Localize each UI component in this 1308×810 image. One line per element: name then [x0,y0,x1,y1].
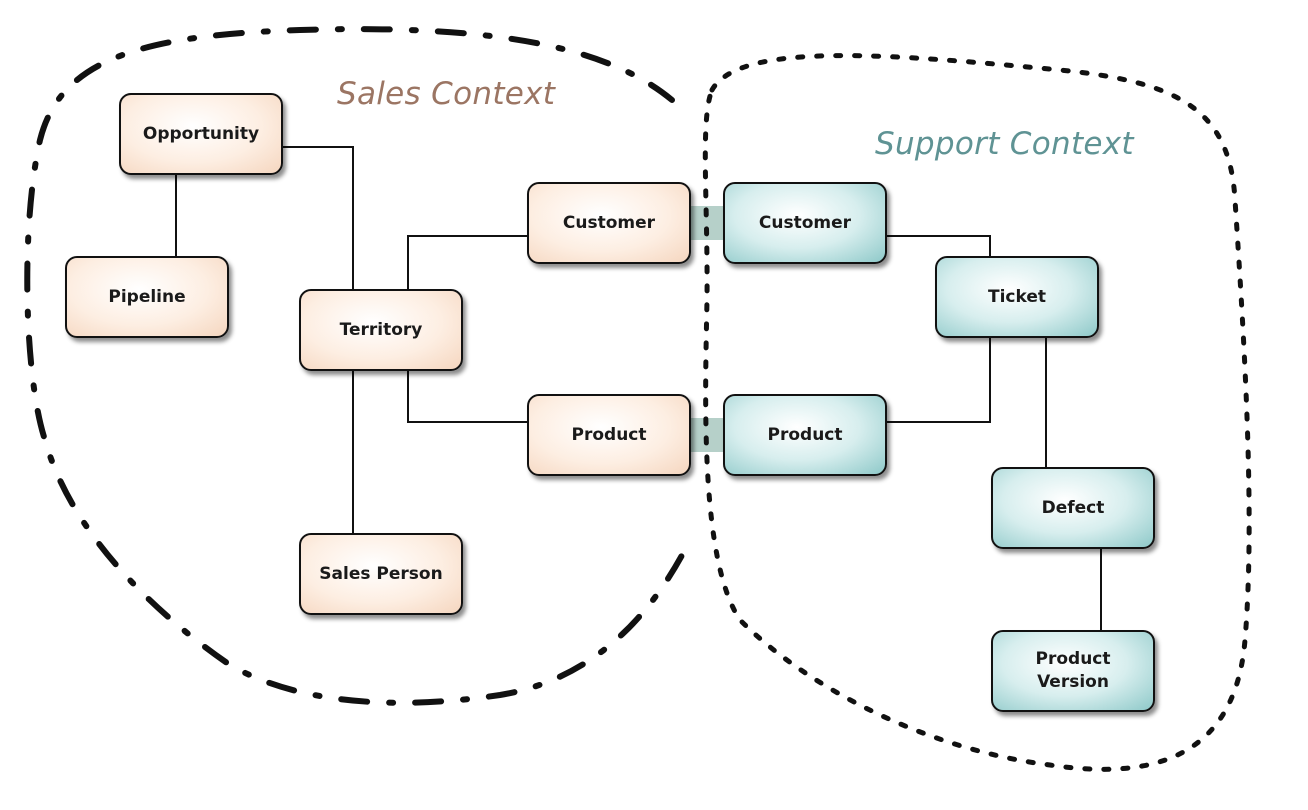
node-product-version[interactable]: Product Version [991,630,1155,712]
node-label: Product [767,424,843,445]
node-label: Customer [562,212,656,233]
node-territory[interactable]: Territory [299,289,463,371]
node-defect[interactable]: Defect [991,467,1155,549]
edge-territory-product [407,370,528,423]
node-label: Opportunity [142,123,260,144]
node-pipeline[interactable]: Pipeline [65,256,229,338]
node-support-product[interactable]: Product [723,394,887,476]
support-context-title: Support Context [875,126,1134,162]
edge-customer-ticket [886,235,991,256]
node-label: Pipeline [108,286,186,307]
node-label: Customer [758,212,852,233]
node-label: Ticket [987,286,1046,307]
node-label: Product Version [1035,649,1111,692]
node-support-customer[interactable]: Customer [723,182,887,264]
sales-context-boundary [24,26,693,706]
edge-ticket-product [886,338,991,423]
node-label: Territory [339,319,423,340]
edge-territory-customer [407,235,528,289]
node-label: Product [571,424,647,445]
node-sales-person[interactable]: Sales Person [299,533,463,615]
node-opportunity[interactable]: Opportunity [119,93,283,175]
node-ticket[interactable]: Ticket [935,256,1099,338]
node-label: Defect [1041,497,1105,518]
edge-opportunity-territory [282,146,354,289]
node-sales-product[interactable]: Product [527,394,691,476]
sales-context-title: Sales Context [337,76,556,112]
node-sales-customer[interactable]: Customer [527,182,691,264]
node-label: Sales Person [319,563,443,584]
support-context-boundary [702,53,1252,772]
